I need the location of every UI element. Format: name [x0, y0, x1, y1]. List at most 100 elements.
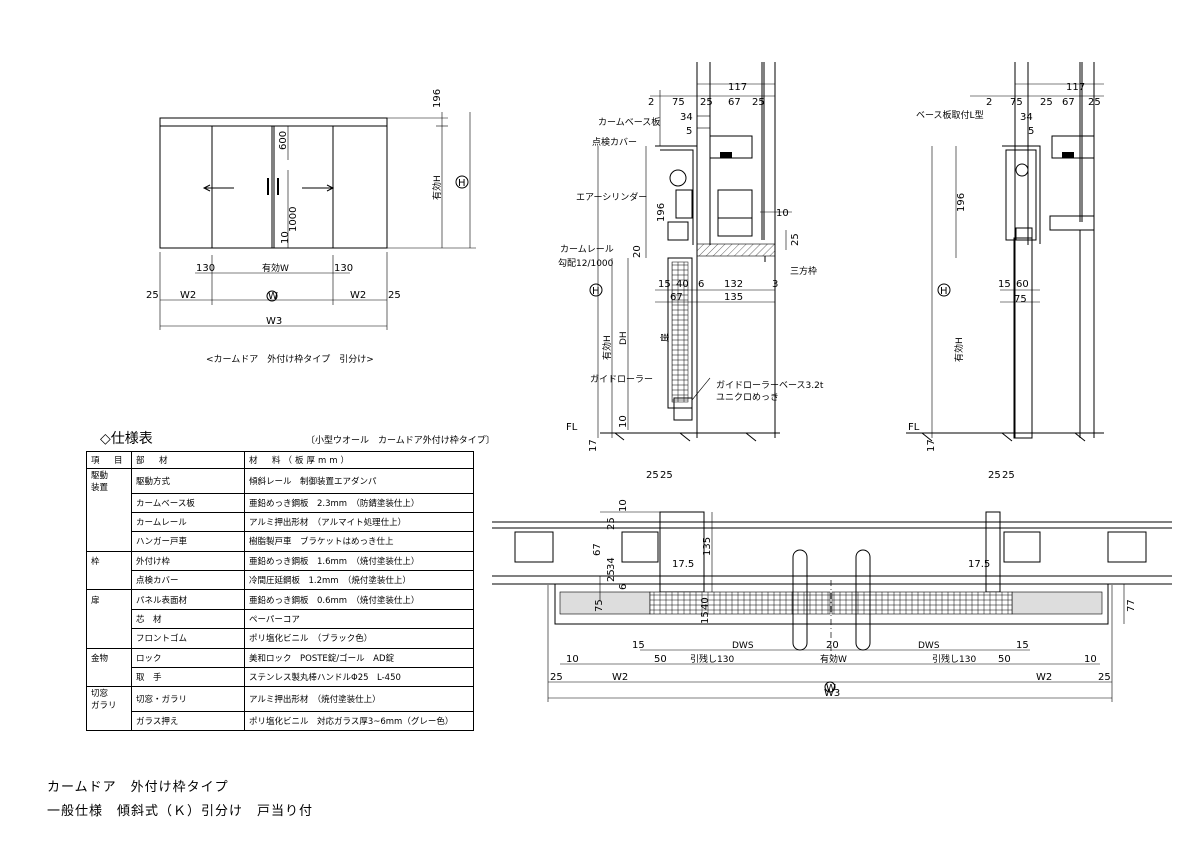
spec-material-cell: アルミ押出形材 （アルマイト処理仕上） — [244, 511, 474, 533]
plan-DWS-1: DWS — [732, 641, 754, 651]
s1-air-label: エアーシリンダー — [576, 191, 647, 203]
spec-group-cell: 金物 — [86, 647, 132, 668]
spec-subtitle: 〔小型ウオール カームドア外付け枠タイプ〕 — [306, 436, 495, 446]
elevation-caption: <カームドア 外付け枠タイプ 引分け> — [206, 355, 374, 365]
s1-tenken-label: 点検カバー — [592, 136, 637, 148]
s1-dim-20: 20 — [632, 245, 643, 258]
s1-dim-40: 40 — [676, 279, 689, 290]
s2-yukoH: 有効H — [953, 337, 965, 362]
elevation-dim-labels: 196 600 1000 10 有効H H 130 有効W 130 25 W2 … — [146, 89, 466, 327]
spec-header-row: 項 目 部 材 材 料（板厚mm） — [86, 451, 474, 469]
spec-material-cell: ステンレス製丸棒ハンドルΦ25 L-450 — [244, 667, 474, 688]
s1-dim-25c: 25 — [790, 233, 801, 246]
spec-row: 切窓 ガラリ切窓・ガラリアルミ押出形材 （焼付塗装仕上） — [86, 686, 474, 712]
s1-guide-base-label: ガイドローラーベース3.2t — [716, 380, 824, 391]
spec-part-cell: カームレール — [131, 511, 245, 533]
plan-W2a: W2 — [612, 672, 628, 683]
elev-yukoW: 有効W — [262, 262, 289, 274]
elev-dim-600: 600 — [278, 131, 289, 150]
s1-dim-5: 5 — [686, 126, 692, 137]
plan-labels: 25 25 25 25 10 25 67 34 25 6 135 17.5 17… — [550, 470, 1137, 699]
spec-row: 芯 材ペーパーコア — [86, 608, 474, 630]
s1-dim-3: 3 — [772, 279, 778, 290]
s2-dim-75: 75 — [1010, 97, 1023, 108]
spec-part-cell: フロントゴム — [131, 628, 245, 649]
plan-dim-34: 34 — [606, 557, 617, 570]
spec-group-cell: 駆動 装置 — [86, 468, 132, 493]
spec-part-cell: ハンガー戸車 — [131, 531, 245, 552]
plan-dim-25h: 25 — [1098, 672, 1111, 683]
spec-group-cell — [86, 711, 132, 732]
spec-group-cell — [86, 667, 132, 688]
s2-dim-117: 117 — [1066, 82, 1085, 93]
plan-dim-17-5a: 17.5 — [672, 559, 694, 570]
spec-table: 項 目 部 材 材 料（板厚mm） 駆動 装置駆動方式傾斜レール 制御装置エアダ… — [86, 451, 474, 732]
spec-material-cell: ポリ塩化ビニル 対応ガラス厚3~6mm（グレー色） — [244, 710, 474, 732]
spec-material-cell: 亜鉛めっき鋼板 0.6mm （焼付塗装仕上） — [244, 589, 474, 610]
spec-group-cell: 切窓 ガラリ — [86, 686, 132, 712]
s2-dim-60: 60 — [1016, 279, 1029, 290]
plan-dim-25a: 25 — [646, 470, 659, 481]
elev-dim-10: 10 — [280, 231, 291, 244]
elev-W: W — [268, 291, 278, 302]
spec-row: 枠外付け枠亜鉛めっき鋼板 1.6mm （焼付塗装仕上） — [86, 550, 474, 572]
s1-guide-label: ガイドローラー — [590, 374, 653, 385]
s2-H: H — [940, 286, 948, 297]
plan-hiki-2: 引残し130 — [932, 653, 976, 665]
plan-dim-75: 75 — [594, 599, 605, 612]
s2-dim-2: 2 — [986, 97, 992, 108]
spec-part-cell: カームベース板 — [131, 492, 245, 513]
spec-group-cell — [86, 609, 132, 629]
spec-group-cell — [86, 493, 132, 513]
s1-dim-135: 135 — [724, 292, 743, 303]
spec-row: カームレールアルミ押出形材 （アルマイト処理仕上） — [86, 511, 474, 533]
elev-H: H — [458, 178, 466, 189]
s2-dim-25b: 25 — [1088, 97, 1101, 108]
spec-group-cell: 扉 — [86, 589, 132, 610]
plan-dim-50a: 50 — [654, 654, 667, 665]
s1-dim-75: 75 — [672, 97, 685, 108]
spec-part-cell: 切窓・ガラリ — [131, 686, 245, 712]
spec-title: ◇仕様表 — [100, 431, 153, 447]
s1-DH: DH — [619, 331, 629, 345]
spec-part-cell: 外付け枠 — [131, 550, 245, 572]
s1-tobira-label: 扉 — [659, 333, 671, 342]
s2-base-label: ベース板取付L型 — [916, 109, 984, 121]
spec-material-cell: 美和ロック POSTE錠/ゴール AD錠 — [244, 647, 474, 669]
s1-dim-2: 2 — [648, 97, 654, 108]
elev-W2a: W2 — [180, 290, 196, 301]
plan-hiki-1: 引残し130 — [690, 653, 734, 665]
spec-material-cell: 樹脂製戸車 ブラケットはめっき仕上 — [244, 531, 474, 552]
s2-dim-5: 5 — [1028, 126, 1034, 137]
spec-row: 扉パネル表面材亜鉛めっき鋼板 0.6mm （焼付塗装仕上） — [86, 589, 474, 610]
section-1-drawing — [589, 62, 792, 442]
spec-part-cell: 点検カバー — [131, 570, 245, 591]
spec-row: ガラス押えポリ塩化ビニル 対応ガラス厚3~6mm（グレー色） — [86, 710, 474, 732]
plan-dim-10b: 10 — [1084, 654, 1097, 665]
elev-yukoH: 有効H — [431, 175, 443, 200]
s2-dim-196: 196 — [956, 193, 967, 212]
s1-dim-10b: 10 — [618, 415, 629, 428]
spec-group-cell: 枠 — [86, 550, 132, 571]
elev-dim-196: 196 — [432, 89, 443, 108]
section-2-drawing — [906, 62, 1104, 442]
s1-dim-25a: 25 — [700, 97, 713, 108]
spec-part-cell: ガラス押え — [131, 710, 245, 732]
plan-dim-15: 15 — [700, 611, 711, 624]
spec-row: 駆動 装置駆動方式傾斜レール 制御装置エアダンパ — [86, 468, 474, 494]
s1-dim-25b: 25 — [752, 97, 765, 108]
s1-dim-132: 132 — [724, 279, 743, 290]
s1-dim-34: 34 — [680, 112, 693, 123]
plan-W: W — [826, 683, 836, 694]
elev-130b: 130 — [334, 263, 353, 274]
section-1-labels: カームベース板 点検カバー エアーシリンダー カームレール 勾配12/1000 … — [558, 82, 824, 452]
plan-dim-6: 6 — [618, 584, 629, 590]
s1-dim-6: 6 — [698, 279, 704, 290]
plan-W3: W3 — [824, 688, 840, 699]
section-2-labels: ベース板取付L型 FL 117 2 75 25 67 25 34 5 196 1… — [908, 82, 1101, 452]
footer-line-1: カームドア 外付け枠タイプ — [47, 780, 229, 795]
plan-dim-10: 10 — [618, 499, 629, 512]
elevation-drawing — [159, 112, 476, 330]
s1-cam-rail-label: カームレール — [560, 244, 614, 255]
